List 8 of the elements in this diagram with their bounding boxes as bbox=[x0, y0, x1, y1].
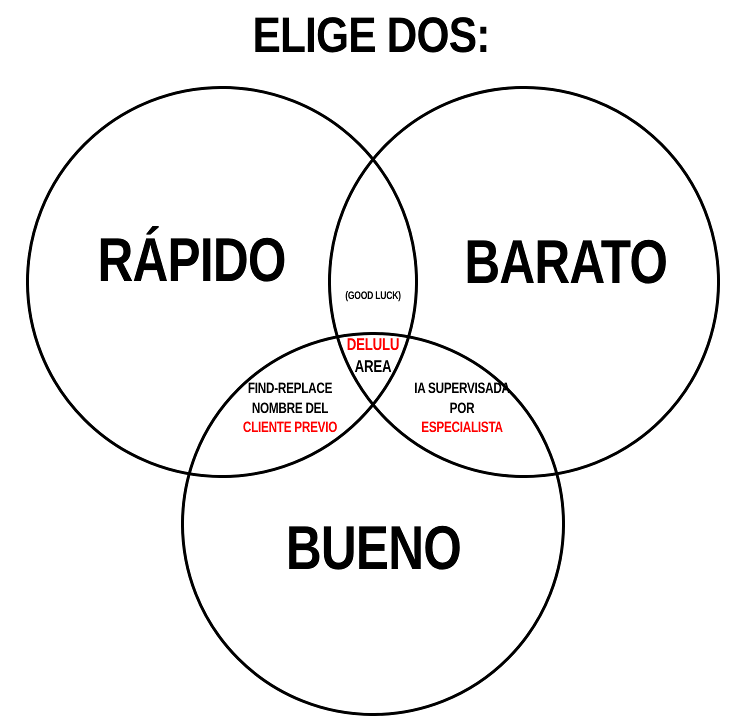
circle-label: RÁPIDO bbox=[98, 224, 286, 296]
region-label: DELULU AREA bbox=[346, 334, 400, 378]
region-label: FIND-REPLACE NOMBRE DEL CLIENTE PREVIO bbox=[242, 378, 338, 438]
title: ELIGE DOS: bbox=[251, 6, 491, 64]
circle-label: BUENO bbox=[285, 512, 461, 584]
venn-circle bbox=[181, 332, 565, 716]
circle-label: BARATO bbox=[464, 226, 668, 298]
region-label: (GOOD LUCK) bbox=[344, 288, 402, 304]
